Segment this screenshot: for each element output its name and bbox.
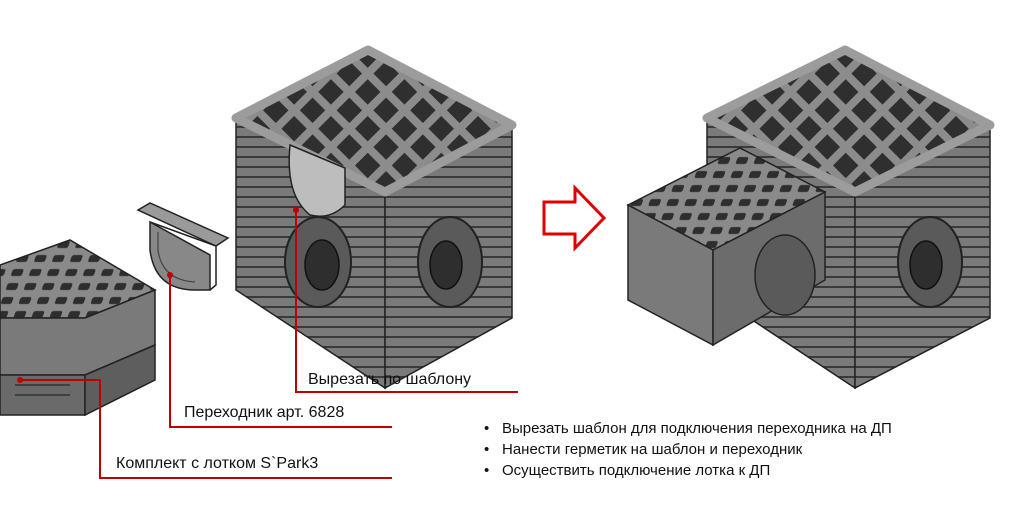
- leader-kit: [22, 379, 392, 479]
- adapter-part: [136, 202, 230, 291]
- drainage-box-after: [626, 45, 995, 390]
- leader-lines: [22, 210, 518, 479]
- leader-cut-template: [295, 210, 518, 393]
- channel-left: [0, 239, 157, 417]
- step-item: Осуществить подключение лотка к ДП: [480, 460, 892, 481]
- transition-arrow: [542, 184, 607, 252]
- leader-dot-adapter: [167, 272, 173, 278]
- step-item: Нанести герметик на шаблон и переходник: [480, 439, 892, 460]
- label-adapter: Переходник арт. 6828: [184, 404, 345, 421]
- label-cut-template: Вырезать по шаблону: [308, 371, 472, 388]
- step-item: Вырезать шаблон для подключения переходн…: [480, 418, 892, 439]
- leader-dot-kit: [17, 377, 23, 383]
- drainage-box-before: [231, 45, 517, 390]
- leader-adapter: [169, 275, 392, 428]
- steps-list: Вырезать шаблон для подключения переходн…: [480, 418, 892, 481]
- leader-dot-cut: [293, 207, 299, 213]
- label-kit: Комплект с лотком S`Park3: [116, 455, 319, 472]
